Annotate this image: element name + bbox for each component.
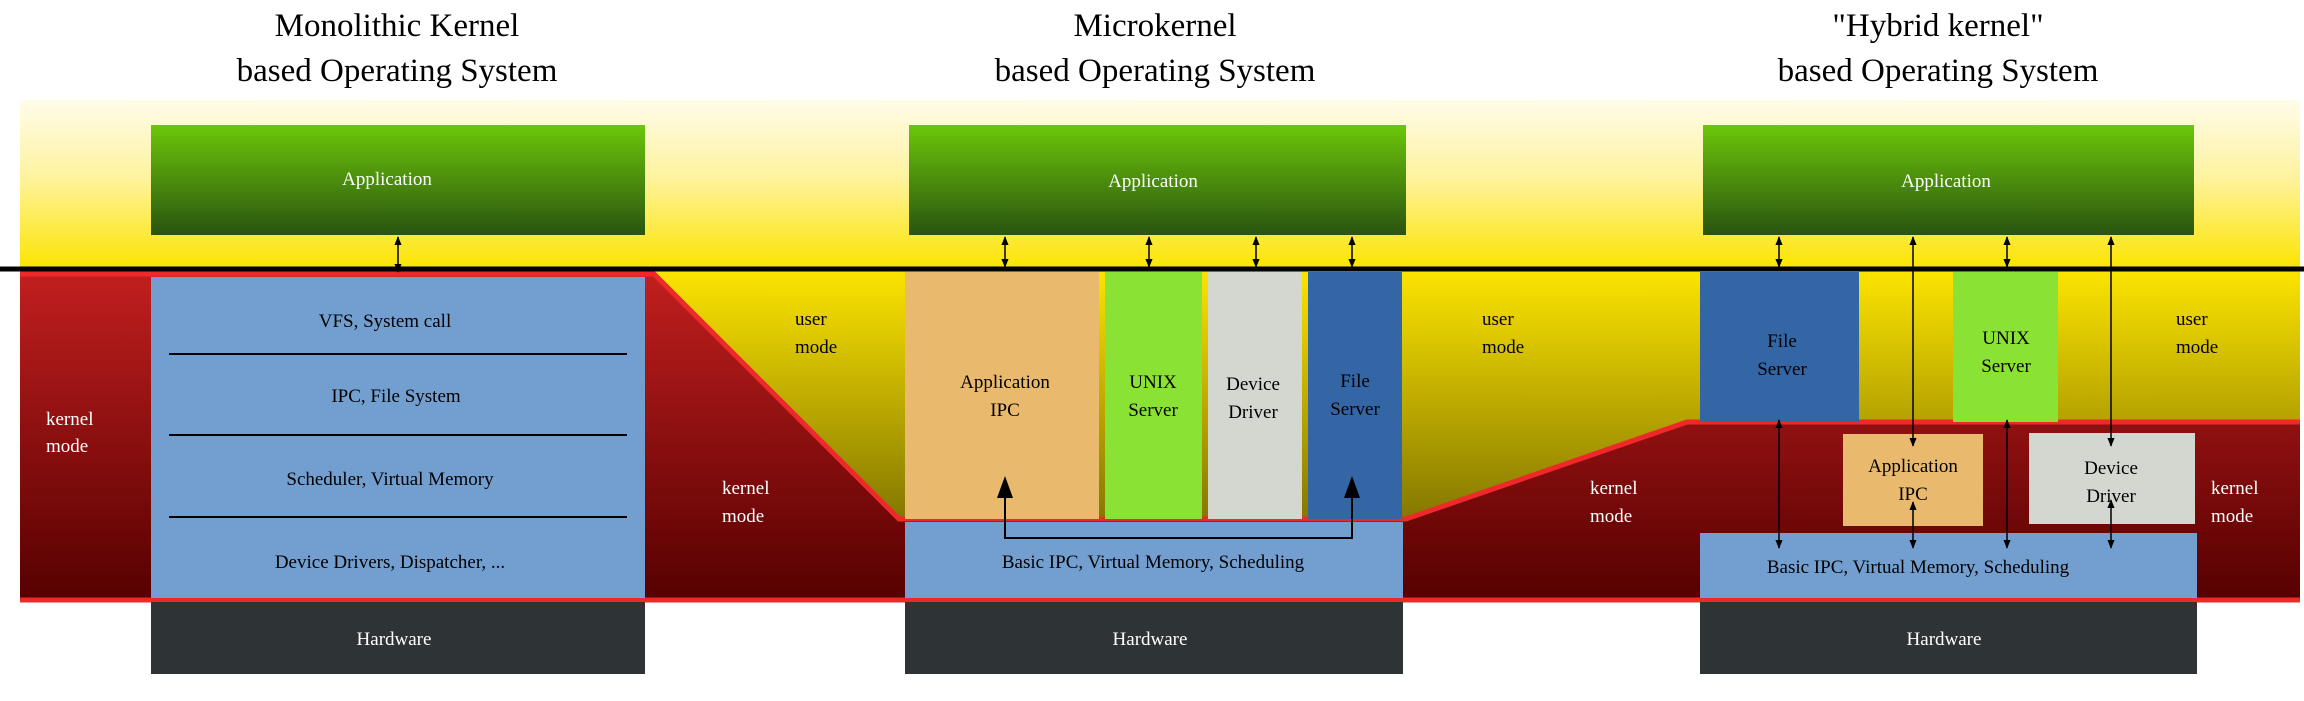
micro-hardware-label: Hardware (1113, 629, 1188, 650)
micro-kernel-box (905, 522, 1403, 598)
micro-unix-server-box (1105, 272, 1202, 519)
layer-drivers-dispatcher: Device Drivers, Dispatcher, ... (275, 552, 505, 573)
hybrid-title: "Hybrid kernel" based Operating System (1778, 8, 2099, 89)
hybrid-kernel-label: Basic IPC, Virtual Memory, Scheduling (1767, 557, 2070, 578)
monolithic-application-box (151, 125, 645, 235)
microkernel-title: Microkernel based Operating System (995, 8, 1316, 89)
micro-app-ipc-box (905, 272, 1099, 519)
hybrid-title-line2: based Operating System (1778, 53, 2099, 89)
monolithic-kernel-box (151, 277, 645, 598)
hybrid-file-server-box (1700, 272, 1859, 422)
monolithic-application-label: Application (342, 169, 432, 190)
hybrid-hardware-label: Hardware (1907, 629, 1982, 650)
monolithic-title-line2: based Operating System (237, 53, 558, 89)
layer-scheduler-vm: Scheduler, Virtual Memory (286, 469, 494, 490)
message-passing-path (1004, 484, 1353, 539)
microkernel-application-label: Application (1108, 171, 1198, 192)
hybrid-title-line1: "Hybrid kernel" (1832, 8, 2043, 44)
microkernel-application-box (909, 125, 1406, 235)
microkernel-title-line1: Microkernel (1073, 8, 1236, 44)
micro-device-driver-box (1208, 272, 1302, 519)
monolithic-hardware-box (151, 602, 645, 674)
micro-hardware-box (905, 602, 1403, 674)
monolithic-title-line1: Monolithic Kernel (275, 8, 520, 44)
monolithic-title: Monolithic Kernel based Operating System (237, 8, 558, 89)
layer-vfs-syscall: VFS, System call (319, 311, 451, 332)
arrowhead-icon (1344, 476, 1360, 498)
layer-ipc-fs: IPC, File System (331, 386, 461, 407)
monolithic-hardware-label: Hardware (357, 629, 432, 650)
microkernel-title-line2: based Operating System (995, 53, 1316, 89)
monolithic-diagram: Application VFS, System call IPC, File S… (46, 125, 837, 674)
hybrid-application-label: Application (1901, 171, 1991, 192)
hybrid-unix-server-box (1953, 272, 2058, 422)
hybrid-application-box (1703, 125, 2194, 235)
arrowhead-icon (997, 476, 1013, 498)
micro-file-server-box (1308, 272, 1402, 519)
hybrid-hardware-box (1700, 602, 2197, 674)
micro-kernel-label: Basic IPC, Virtual Memory, Scheduling (1002, 552, 1305, 573)
